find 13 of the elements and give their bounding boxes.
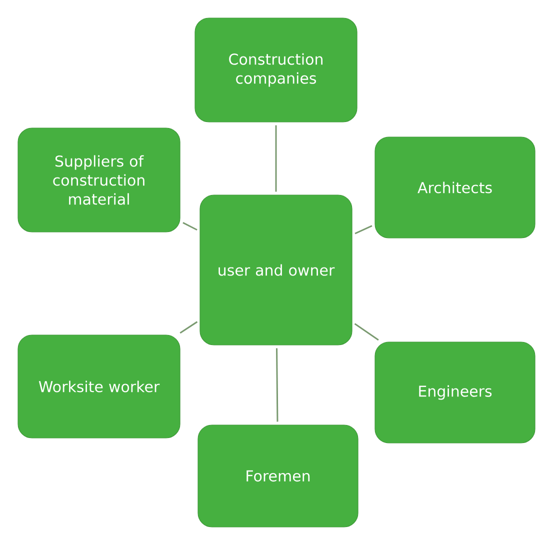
- process-box: Engineers: [374, 342, 536, 444]
- process-box: Foremen: [198, 424, 358, 528]
- connector-line: [180, 321, 198, 334]
- process-box: Suppliers of construction material: [18, 128, 180, 232]
- process-box: user and owner: [200, 194, 352, 346]
- connector-line: [354, 323, 379, 341]
- process-box: Construction companies: [194, 18, 358, 122]
- connector-line: [276, 348, 278, 422]
- connector-line: [354, 225, 372, 234]
- process-box: Worksite worker: [18, 334, 180, 438]
- connector-line: [275, 125, 277, 192]
- process-box: Architects: [374, 136, 536, 238]
- connector-line: [182, 222, 198, 231]
